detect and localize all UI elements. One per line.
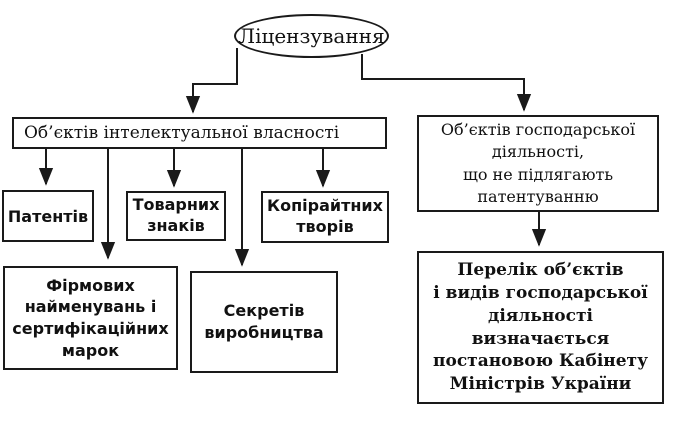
economic-objects-label: Об’єктів господарської діяльності, що не… [440,120,636,206]
root-licensing-label: Ліцензування [238,24,385,48]
firm-names-label: Фірмових найменувань і сертифікаційних м… [12,275,169,360]
economic-objects-node: Об’єктів господарської діяльності, що не… [417,115,659,212]
copyright-label: Копірайтних творів [267,196,383,236]
trademarks-node: Товарних знаків [126,191,226,241]
root-licensing-node: Ліцензування [234,14,389,58]
ip-objects-label: Об’єктів інтелектуальної власності [24,123,340,143]
ip-objects-node: Об’єктів інтелектуальної власності [12,117,387,149]
root-to-ip-arrow [185,48,238,114]
production-secrets-node: Секретів виробництва [190,271,338,373]
patents-label: Патентів [7,206,89,226]
firm-names-node: Фірмових найменувань і сертифікаційних м… [3,266,178,370]
root-to-economic-arrow [361,54,532,112]
trademarks-label: Товарних знаків [132,195,220,235]
patents-node: Патентів [2,190,94,242]
copyright-node: Копірайтних творів [261,191,389,243]
production-secrets-label: Секретів виробництва [204,301,324,342]
regulation-note-label: Перелік об’єктів і видів господарської д… [433,259,648,395]
regulation-note-node: Перелік об’єктів і видів господарської д… [417,251,664,404]
